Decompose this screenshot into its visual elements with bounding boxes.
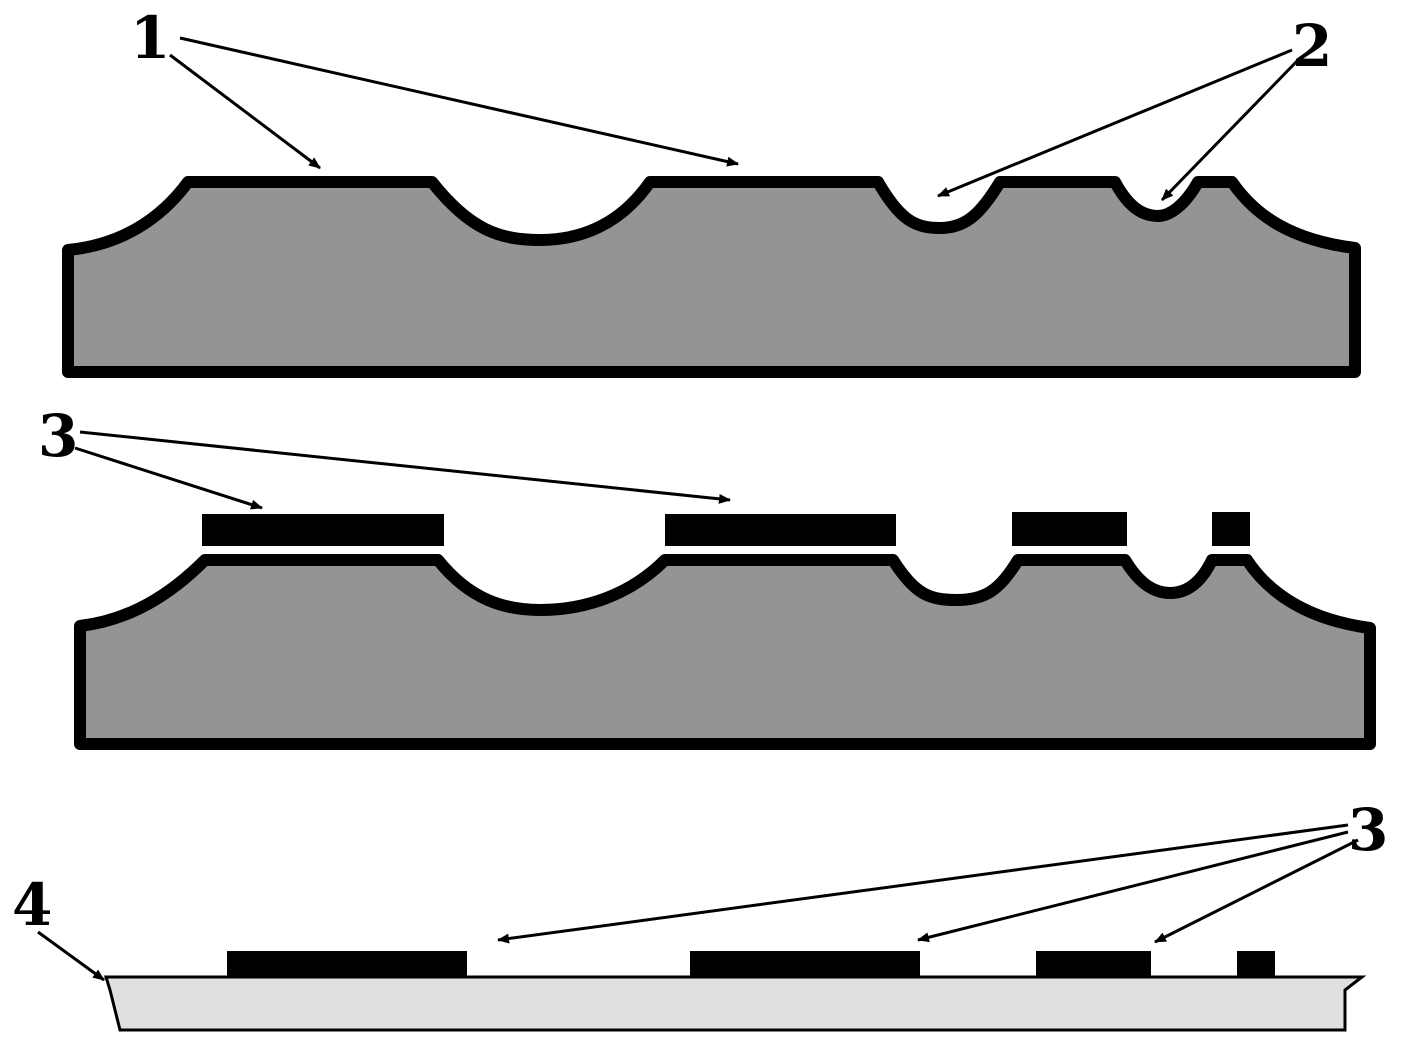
leader-3a	[74, 446, 263, 510]
leader-1a	[169, 53, 321, 170]
label-3-bottom: 3	[1348, 796, 1388, 864]
mask-block	[1012, 512, 1127, 546]
pattern-block	[1237, 951, 1275, 977]
callout-2: 2	[937, 12, 1332, 202]
mask-block	[1212, 512, 1250, 546]
leader-4	[37, 930, 105, 982]
label-4: 4	[12, 871, 52, 939]
pattern-block	[1036, 951, 1151, 977]
etched-substrate-top	[62, 176, 1361, 378]
panel-top-substrate	[62, 176, 1361, 378]
label-2: 2	[1292, 12, 1332, 80]
carrier-substrate	[103, 975, 1367, 1032]
callout-1: 1	[130, 4, 739, 170]
leader-3d	[917, 830, 1349, 943]
leader-3e	[1154, 838, 1359, 944]
mask-block	[665, 514, 896, 546]
leader-2a	[937, 48, 1293, 198]
panel-middle-masked	[74, 512, 1376, 750]
pattern-block	[690, 951, 920, 977]
mask-layer-bottom	[227, 951, 1275, 977]
panel-bottom-transfer	[103, 951, 1367, 1032]
label-1: 1	[130, 4, 170, 72]
callout-3-middle: 3	[38, 402, 731, 510]
label-3-middle: 3	[38, 402, 78, 470]
callout-3-bottom: 3	[497, 796, 1388, 944]
pattern-block	[227, 951, 467, 977]
leader-2b	[1160, 56, 1302, 202]
leader-3b	[79, 430, 731, 504]
leader-3c	[497, 823, 1349, 944]
mask-layer-middle	[202, 512, 1250, 546]
leader-1b	[179, 36, 739, 167]
etched-substrate-middle	[74, 554, 1376, 750]
callout-4: 4	[12, 871, 105, 982]
mask-block	[202, 514, 444, 546]
